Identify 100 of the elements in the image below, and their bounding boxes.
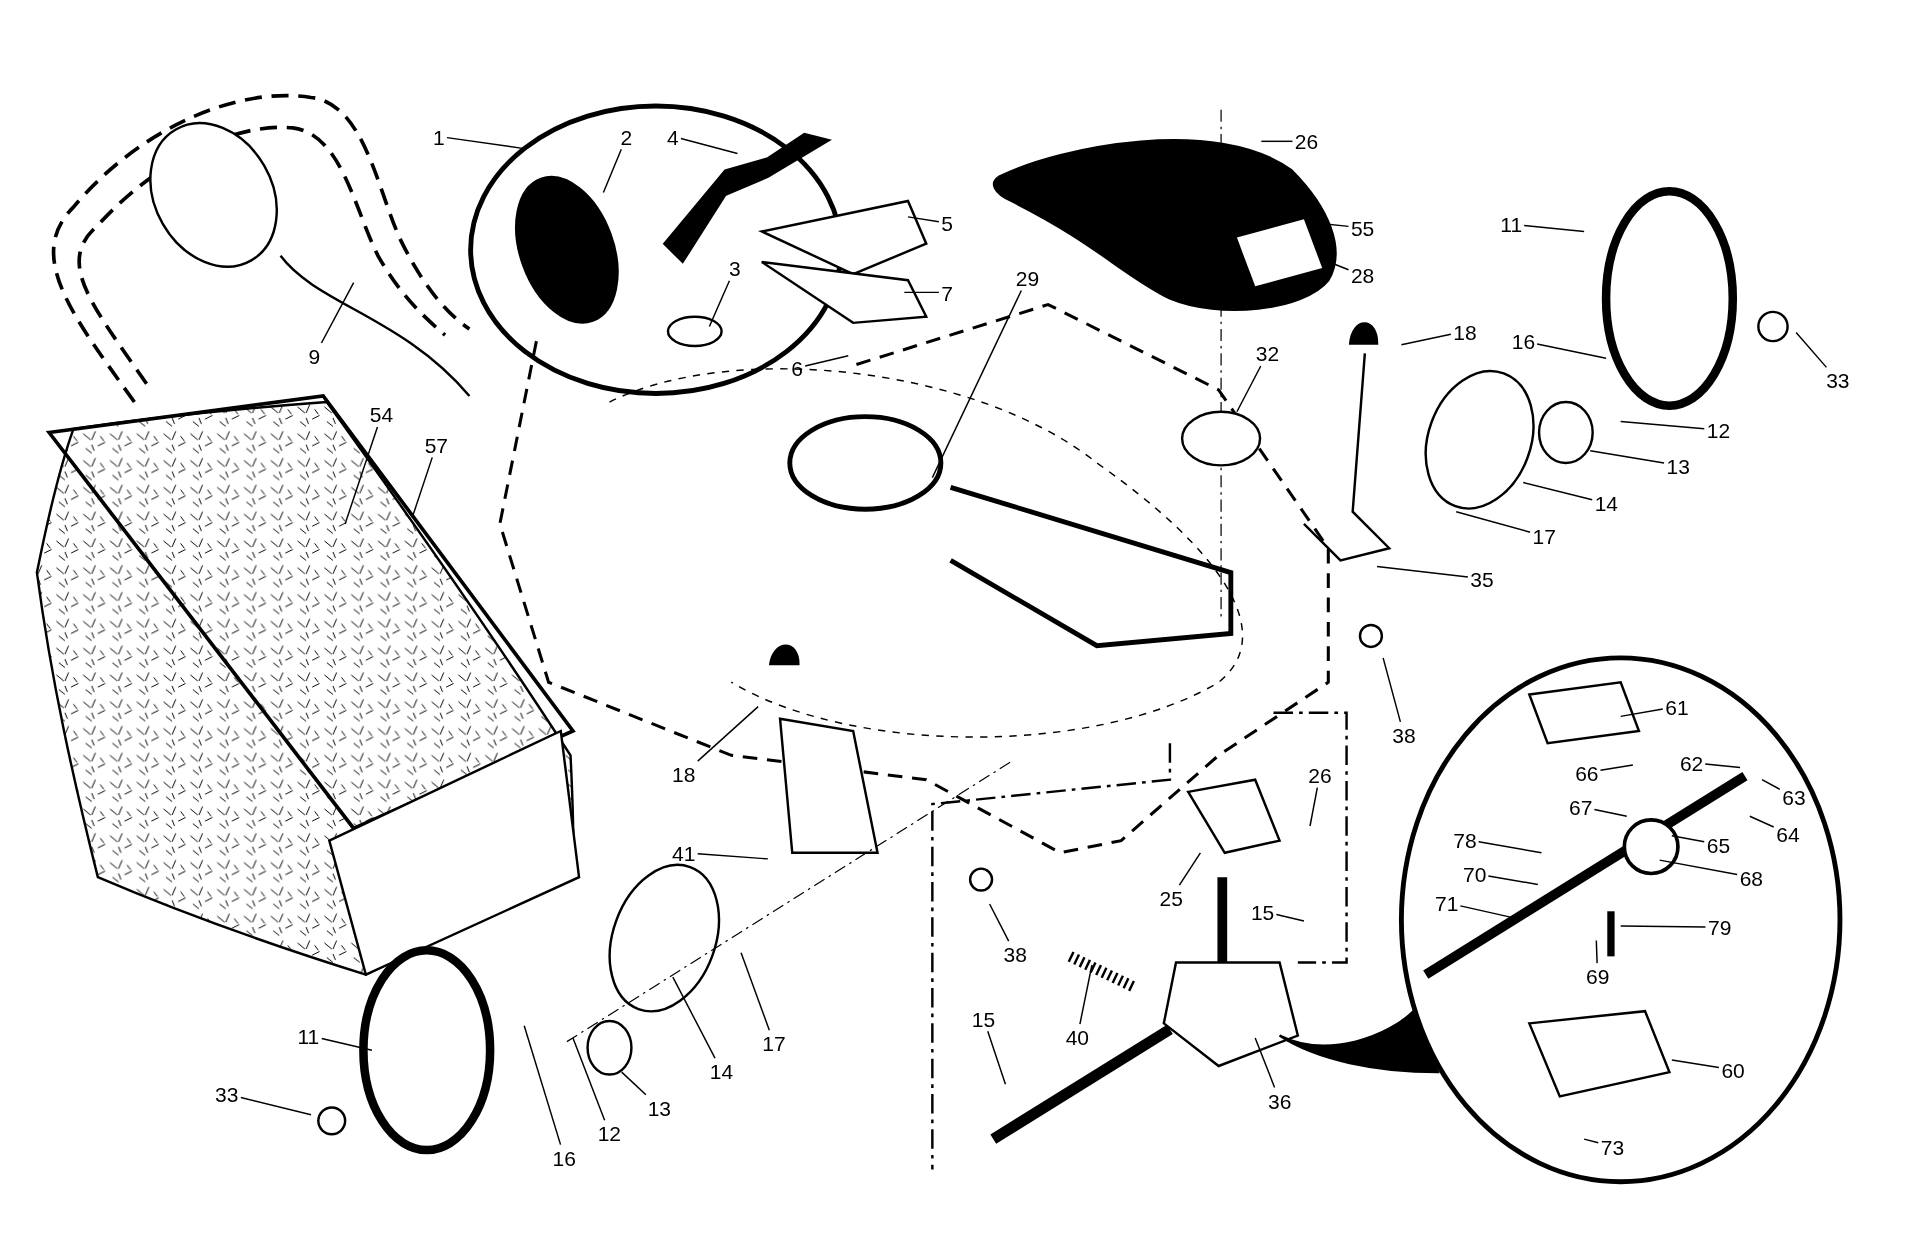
- leader-line: [1477, 841, 1543, 854]
- leader-line: [697, 705, 759, 762]
- callout-number: 5: [940, 211, 954, 235]
- leader-line: [1178, 852, 1202, 886]
- leader-line: [680, 137, 739, 155]
- leader-line: [1589, 450, 1665, 464]
- callout-number: 60: [1720, 1058, 1746, 1082]
- leader-line: [988, 903, 1010, 942]
- leader-line: [1619, 420, 1705, 430]
- leader-line: [1595, 939, 1598, 964]
- leader-line: [740, 951, 771, 1031]
- leader-line: [1236, 365, 1262, 413]
- leader-line: [344, 426, 379, 525]
- callout-number: 29: [1014, 266, 1041, 290]
- leader-line: [1382, 657, 1402, 723]
- leader-line: [903, 291, 940, 294]
- callout-number: 40: [1064, 1025, 1091, 1049]
- leader-line: [931, 289, 1023, 479]
- leader-line: [804, 355, 849, 367]
- callout-number: 17: [1531, 524, 1557, 548]
- leader-line: [1487, 875, 1539, 886]
- leader-line: [320, 281, 355, 344]
- leader-line: [672, 976, 716, 1059]
- callout-number: 78: [1452, 828, 1478, 852]
- callout-number: 15: [1249, 900, 1276, 924]
- callout-number: 38: [1002, 942, 1028, 966]
- callout-number: 62: [1678, 751, 1705, 775]
- callout-number: 11: [1499, 212, 1524, 236]
- leader-line: [523, 1025, 562, 1146]
- callout-number: 25: [1158, 886, 1184, 910]
- callout-number: 79: [1707, 915, 1733, 939]
- callout-number: 15: [970, 1007, 997, 1031]
- leader-line: [620, 1071, 647, 1096]
- callout-number: 54: [368, 402, 395, 426]
- callout-number: 11: [296, 1024, 321, 1048]
- callout-number: 14: [708, 1059, 735, 1083]
- callout-number: 13: [1665, 454, 1691, 478]
- callout-number: 28: [1349, 263, 1376, 287]
- leader-line: [1455, 510, 1531, 533]
- callout-number: 33: [214, 1082, 240, 1106]
- leader-line: [1522, 481, 1593, 501]
- callout-number: 69: [1585, 964, 1611, 988]
- callout-number: 4: [665, 125, 680, 148]
- leader-line: [987, 1030, 1007, 1085]
- leader-line: [572, 1037, 606, 1121]
- callout-number: 26: [1307, 763, 1333, 787]
- callout-number: 73: [1599, 1135, 1626, 1159]
- leader-line: [446, 136, 525, 150]
- leader-line: [1376, 565, 1469, 578]
- callout-number: 64: [1775, 822, 1801, 846]
- leader-line: [1254, 1037, 1276, 1089]
- callout-number: 14: [1593, 491, 1619, 515]
- leader-line: [1400, 333, 1452, 346]
- callout-number: 55: [1349, 216, 1376, 240]
- callout-number: 66: [1574, 761, 1600, 785]
- callout-number: 16: [551, 1146, 577, 1170]
- leader-line: [411, 456, 433, 519]
- leader-line: [708, 280, 731, 328]
- leader-line: [1593, 808, 1628, 817]
- callout-number: 18: [671, 762, 697, 786]
- callout-number: 38: [1391, 723, 1417, 747]
- callout-number: 67: [1568, 795, 1594, 819]
- callout-number: 1: [431, 125, 446, 148]
- leader-line: [697, 853, 769, 860]
- leader-line: [1260, 140, 1294, 143]
- callout-number: 17: [761, 1031, 787, 1055]
- callout-number: 26: [1293, 129, 1320, 153]
- leader-line: [1599, 764, 1634, 771]
- leader-line: [1704, 763, 1741, 769]
- leader-line: [1671, 1059, 1720, 1069]
- leader-line: [1523, 224, 1585, 233]
- leader-line: [1658, 859, 1738, 876]
- callout-number: 9: [307, 344, 322, 368]
- callout-number: 61: [1664, 695, 1690, 719]
- callout-number: 16: [1510, 329, 1537, 353]
- leader-line: [1671, 835, 1705, 843]
- leader-line: [1536, 343, 1607, 359]
- callout-number: 71: [1434, 891, 1460, 915]
- leader-line: [1619, 708, 1664, 718]
- callout-number: 57: [423, 433, 449, 457]
- leader-line: [1619, 925, 1707, 928]
- leader-line: [1795, 331, 1828, 369]
- callout-number: 18: [1452, 320, 1478, 343]
- callout-number: 36: [1267, 1089, 1293, 1113]
- leader-line: [1275, 913, 1305, 922]
- callout-number: 33: [1825, 368, 1851, 392]
- callout-number: 12: [596, 1121, 623, 1145]
- callout-number: 70: [1462, 862, 1488, 886]
- leader-line: [320, 1037, 373, 1051]
- callout-number: 63: [1781, 785, 1807, 809]
- leader-line: [1079, 964, 1093, 1025]
- callout-number: 2: [619, 125, 634, 148]
- callout-number: 7: [940, 281, 954, 304]
- callout-number: 13: [646, 1096, 672, 1120]
- callout-number: 68: [1738, 866, 1764, 889]
- callout-number: 65: [1705, 833, 1732, 857]
- leader-line: [602, 148, 623, 194]
- leader-line: [1583, 1138, 1599, 1144]
- leader-line: [907, 216, 940, 223]
- callout-number: 41: [671, 841, 697, 865]
